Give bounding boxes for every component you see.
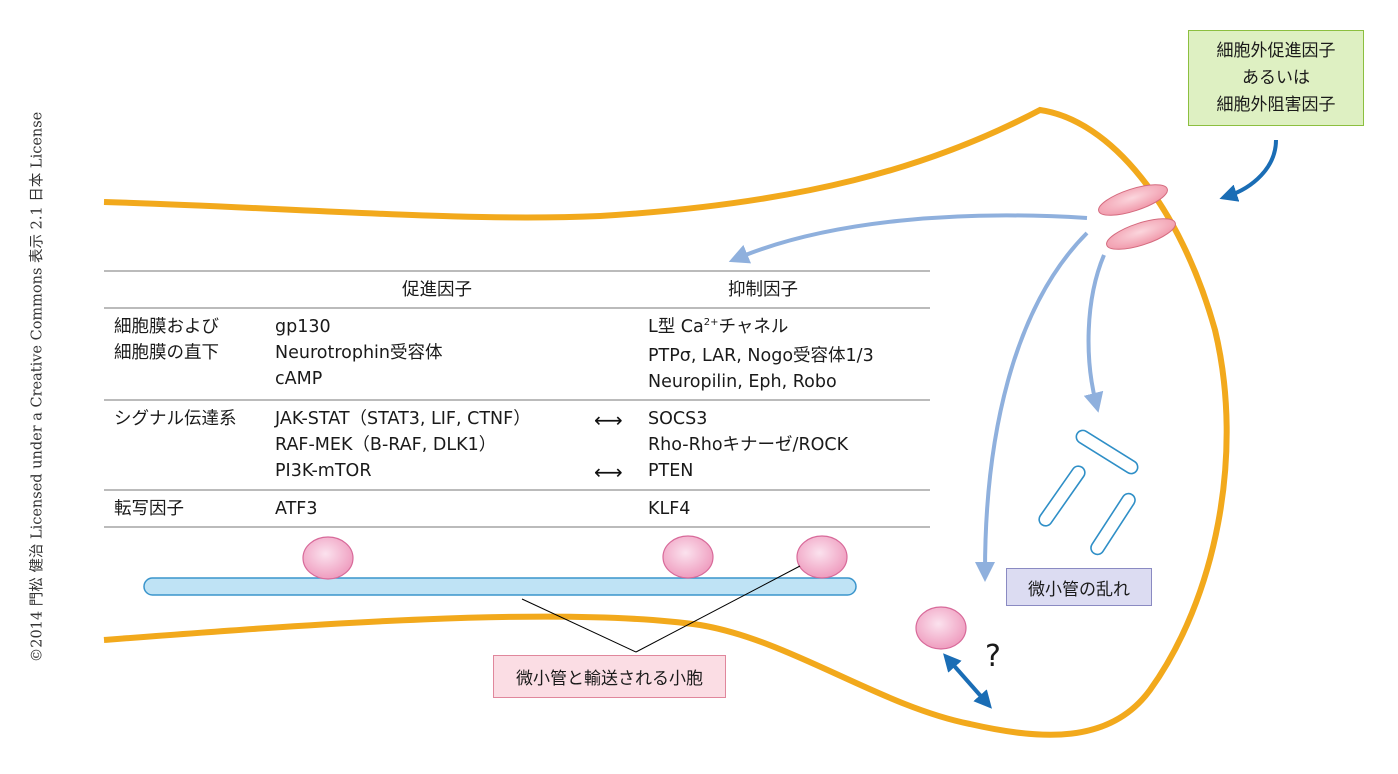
row-inhibiting-transcription: KLF4 bbox=[648, 499, 691, 519]
box-line: 細胞外促進因子 bbox=[1216, 40, 1336, 61]
extracellular-factor-box: 細胞外促進因子 あるいは 細胞外阻害因子 bbox=[1188, 30, 1364, 126]
signal-arrow-to-table bbox=[728, 213, 1088, 264]
row-promoting-signaling: JAK-STAT（STAT3, LIF, CTNF） RAF-MEK（B-RAF… bbox=[275, 406, 531, 484]
box-line: 細胞外阻害因子 bbox=[1216, 94, 1336, 115]
inhibiting-item: PTPσ, LAR, Nogo受容体1/3 bbox=[648, 346, 874, 366]
exocytosis-double-arrow bbox=[943, 653, 992, 709]
row-category-transcription: 転写因子 bbox=[114, 499, 184, 519]
ca-prefix: L型 Ca bbox=[648, 317, 704, 337]
question-mark: ? bbox=[985, 639, 1001, 674]
receptor bbox=[1106, 218, 1176, 250]
vesicle-free bbox=[915, 606, 967, 650]
vesicle bbox=[662, 535, 714, 579]
vesicle bbox=[302, 536, 354, 580]
promoting-item: JAK-STAT（STAT3, LIF, CTNF） bbox=[275, 409, 531, 429]
vesicle bbox=[796, 535, 848, 579]
promoting-item: cAMP bbox=[275, 369, 323, 389]
category-line: シグナル伝達系 bbox=[114, 409, 237, 429]
promoting-item: PI3K-mTOR bbox=[275, 461, 372, 481]
row-inhibiting-signaling: SOCS3 Rho-Rhoキナーゼ/ROCK PTEN bbox=[648, 406, 848, 484]
inhibiting-item: SOCS3 bbox=[648, 409, 708, 429]
header-promoting: 促進因子 bbox=[402, 280, 472, 300]
row-inhibiting-membrane: L型 Ca2+チャネル PTPσ, LAR, Nogo受容体1/3 Neurop… bbox=[648, 314, 874, 395]
microtubule-fragment bbox=[1090, 492, 1136, 556]
promoting-item: RAF-MEK（B-RAF, DLK1） bbox=[275, 435, 497, 455]
category-line: 細胞膜の直下 bbox=[114, 343, 219, 363]
membrane-upper bbox=[103, 106, 1230, 738]
box-line: あるいは bbox=[1242, 67, 1310, 88]
promoting-item: gp130 bbox=[275, 317, 331, 337]
row-category-membrane: 細胞膜および 細胞膜の直下 bbox=[114, 314, 219, 366]
copyright-notice: ©2014 門松 健治 Licensed under a Creative Co… bbox=[29, 111, 46, 663]
callout-line bbox=[635, 565, 801, 653]
signal-arrow-to-vesicle bbox=[975, 231, 1089, 582]
ca-superscript: 2+ bbox=[703, 317, 719, 328]
category-line: 細胞膜および bbox=[114, 317, 219, 337]
inhibiting-item: Rho-Rhoキナーゼ/ROCK bbox=[648, 435, 849, 455]
row-promoting-transcription: ATF3 bbox=[275, 499, 318, 519]
row-promoting-membrane: gp130 Neurotrophin受容体 cAMP bbox=[275, 314, 443, 392]
antagonism-arrow: ⟷ bbox=[594, 408, 623, 432]
inhibiting-item: PTEN bbox=[648, 461, 694, 481]
callout-line bbox=[521, 598, 637, 653]
header-inhibiting: 抑制因子 bbox=[728, 280, 798, 300]
ca-suffix: チャネル bbox=[718, 317, 789, 337]
signal-arrow-to-microtubules bbox=[1083, 254, 1106, 413]
receptor bbox=[1098, 184, 1168, 216]
microtubule-disorder-label: 微小管の乱れ bbox=[1006, 568, 1152, 606]
antagonism-arrow: ⟷ bbox=[594, 460, 623, 484]
inhibiting-item: Neuropilin, Eph, Robo bbox=[648, 372, 837, 392]
microtubule-axon bbox=[143, 577, 857, 596]
microtubule-fragment bbox=[1075, 429, 1139, 475]
vesicle-transport-label: 微小管と輸送される小胞 bbox=[493, 655, 726, 698]
inhibiting-item-calcium-channel: L型 Ca2+チャネル bbox=[648, 314, 874, 343]
extracellular-arrow bbox=[1219, 139, 1278, 202]
row-category-signaling: シグナル伝達系 bbox=[114, 406, 237, 432]
promoting-item: Neurotrophin受容体 bbox=[275, 343, 443, 363]
microtubule-fragment bbox=[1038, 465, 1086, 527]
